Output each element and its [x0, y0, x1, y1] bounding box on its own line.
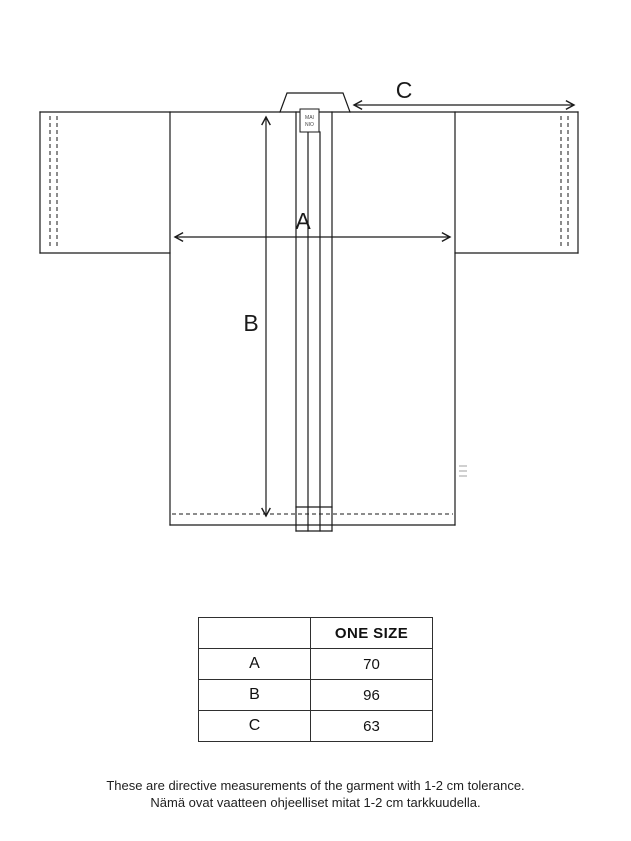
tolerance-note-en: These are directive measurements of the …: [106, 778, 525, 793]
row-value-b: 96: [310, 679, 433, 711]
size-table-wrapper: ONE SIZE A 70 B 96 C 63: [0, 617, 631, 742]
collar-shape: [279, 92, 351, 113]
tolerance-note: These are directive measurements of the …: [0, 777, 631, 811]
row-label-b: B: [198, 679, 311, 711]
measure-label-a: A: [295, 208, 311, 234]
care-label-icon: [459, 465, 467, 477]
measure-label-b: B: [243, 310, 258, 336]
brand-tag-line2: NIO: [305, 122, 314, 128]
brand-tag-rect: [299, 108, 320, 133]
table-row: A 70: [198, 648, 433, 680]
size-table-corner-cell: [198, 617, 311, 649]
size-table-header-row: ONE SIZE: [198, 617, 433, 649]
row-label-a: A: [198, 648, 311, 680]
tolerance-note-fi: Nämä ovat vaatteen ohjeelliset mitat 1-2…: [150, 795, 481, 810]
size-table: ONE SIZE A 70 B 96 C 63: [198, 617, 433, 742]
measure-c: C: [352, 77, 576, 110]
kimono-outline: [39, 92, 579, 532]
measure-label-c: C: [396, 77, 413, 103]
measure-b: B: [243, 115, 271, 518]
row-label-c: C: [198, 710, 311, 742]
row-value-c: 63: [310, 710, 433, 742]
table-row: C 63: [198, 710, 433, 742]
row-value-a: 70: [310, 648, 433, 680]
brand-tag: MAI NIO: [299, 108, 320, 133]
measure-a: A: [173, 208, 452, 242]
table-row: B 96: [198, 679, 433, 711]
stitch-lines: [49, 116, 569, 515]
garment-technical-drawing: MAI NIO A B C: [39, 77, 579, 532]
brand-tag-line1: MAI: [305, 115, 314, 121]
size-table-header-one-size: ONE SIZE: [310, 617, 433, 649]
